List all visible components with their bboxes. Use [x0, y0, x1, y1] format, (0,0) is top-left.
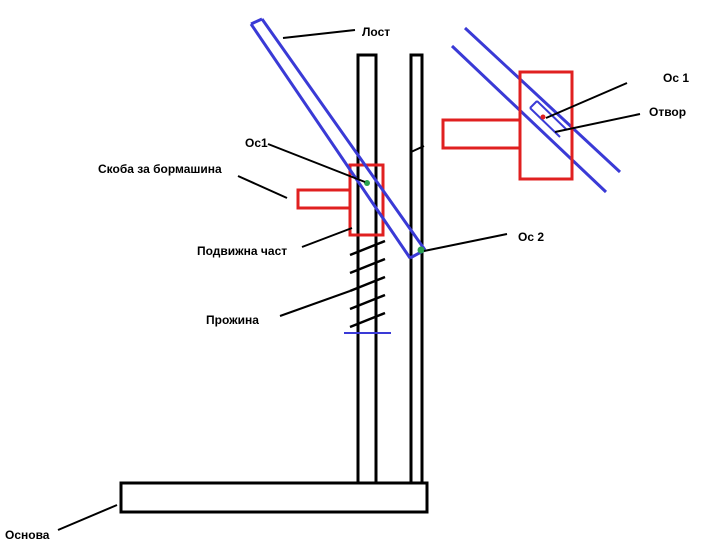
- label-moving-part: Подвижна част: [197, 244, 287, 258]
- label-drill-bracket: Скоба за бормашина: [98, 162, 222, 176]
- base-plate: [119, 481, 429, 514]
- lever: [249, 17, 427, 260]
- axis1-pivot: [364, 180, 370, 186]
- detail-bracket-arm: [441, 118, 522, 150]
- drill-bracket-arm: [296, 188, 352, 210]
- column-mark: [410, 145, 425, 153]
- label-base: Основа: [5, 528, 50, 542]
- detail-lever: [450, 26, 622, 194]
- spring: [349, 239, 386, 329]
- column-right: [409, 53, 424, 485]
- leader-lines: [57, 29, 641, 531]
- label-hole: Отвор: [649, 105, 686, 119]
- label-lever: Лост: [362, 25, 390, 39]
- axis2-pivot: [417, 246, 425, 254]
- label-spring: Прожина: [206, 313, 259, 327]
- label-axis1-main: Ос1: [245, 136, 268, 150]
- label-axis1-top: Ос 1: [663, 71, 689, 85]
- detail-axis1-pivot: [540, 114, 546, 120]
- label-axis2: Ос 2: [518, 230, 544, 244]
